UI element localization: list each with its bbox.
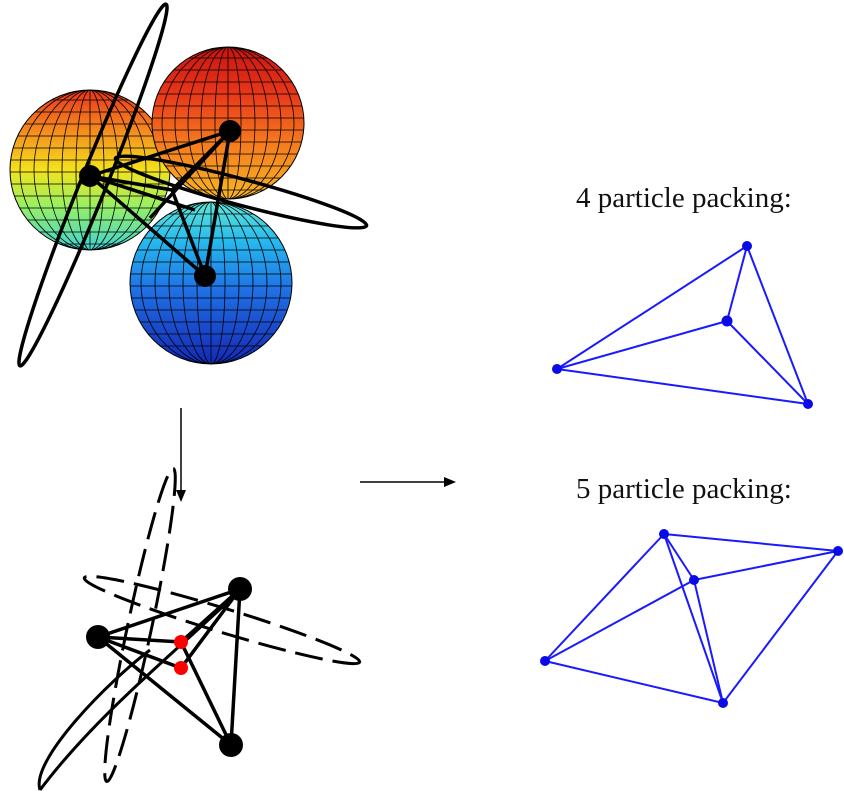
graph-5-edges [544, 533, 839, 704]
graph-5-particle [540, 529, 843, 708]
sphere-cluster [9, 2, 369, 368]
contact-skeleton [37, 466, 362, 791]
arrow-down-icon [176, 408, 186, 502]
graph-4-particle [552, 241, 813, 409]
solid-stroke-a [38, 590, 240, 791]
solid-stroke-b [37, 648, 151, 791]
graph-4-nodes [552, 241, 813, 409]
contact-ellipse-b [113, 154, 369, 230]
contact-point [174, 661, 188, 675]
tetrahedron-bottom-nodes [86, 577, 252, 757]
tetrahedron-top-nodes [79, 120, 241, 287]
arrow-right-icon [360, 477, 456, 487]
graph-5-nodes [540, 529, 843, 708]
four-particle-packing-label: 4 particle packing: [576, 182, 792, 214]
tetrahedron-top [86, 128, 233, 280]
five-particle-packing-label: 5 particle packing: [576, 473, 792, 505]
graph-4-edges [556, 245, 809, 405]
contact-point [174, 635, 188, 649]
dashed-ellipse-a [103, 466, 177, 784]
contact-points [174, 635, 188, 675]
